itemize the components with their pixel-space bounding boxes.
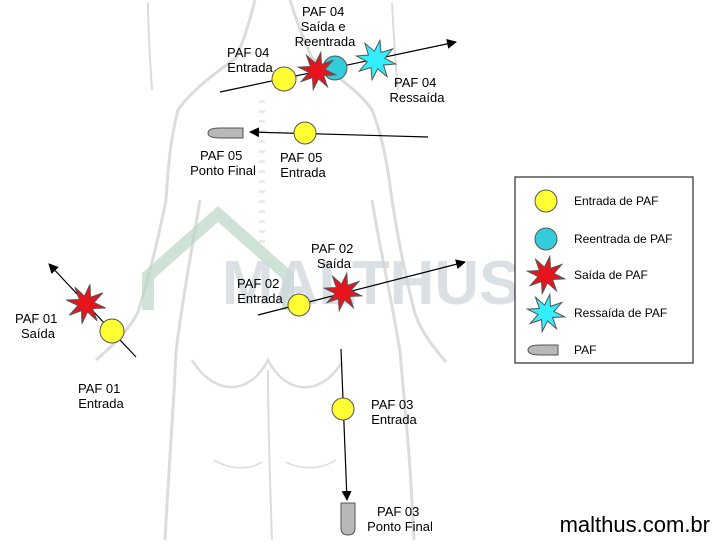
label-paf02-saida: PAF 02 Saída — [311, 241, 357, 271]
legend-item-reexit: Ressaída de PAF — [525, 292, 667, 334]
paf02-entry-circle-icon — [287, 293, 311, 317]
legend-label-entry: Entrada de PAF — [574, 194, 659, 208]
paf05-bullet-icon — [207, 127, 244, 139]
trajectory-paf03 — [340, 348, 352, 501]
legend: Entrada de PAF Reentrada de PAF Saída de… — [514, 176, 694, 364]
paf04-reexit-star-icon — [354, 38, 398, 82]
label-paf05-ponto-final: PAF 05 Ponto Final — [190, 148, 256, 178]
label-paf05-entrada: PAF 05 Entrada — [280, 150, 327, 180]
paf05-entry-circle-icon — [293, 121, 317, 145]
label-paf03-ponto-final: PAF 03 Ponto Final — [367, 504, 433, 534]
paf01-entry-circle-icon — [99, 318, 125, 344]
paf02-exit-star-icon — [322, 271, 364, 313]
paf04-entry-circle-icon — [271, 66, 297, 92]
markers — [66, 38, 398, 536]
paf03-entry-circle-icon — [331, 397, 355, 421]
legend-item-bullet: PAF — [527, 343, 596, 357]
label-paf04-saida-reentrada: PAF 04 Saída e Reentrada — [295, 4, 356, 49]
watermark-house-icon — [142, 205, 294, 310]
legend-item-entry: Entrada de PAF — [534, 189, 659, 213]
legend-item-reentry: Reentrada de PAF — [534, 227, 673, 251]
exit-star-icon — [525, 254, 567, 296]
body-silhouette — [95, 0, 448, 541]
trajectory-paf05 — [249, 127, 429, 138]
reentry-circle-icon — [534, 227, 558, 251]
starburst-shape — [525, 292, 567, 334]
entry-circle-icon — [534, 189, 558, 213]
starburst-shape — [525, 254, 567, 296]
labels: PAF 04 Saída e Reentrada PAF 04 Entrada … — [15, 4, 445, 534]
label-paf01-entrada: PAF 01 Entrada — [78, 381, 125, 411]
legend-label-reexit: Ressaída de PAF — [574, 306, 667, 320]
starburst-shape — [322, 271, 364, 313]
label-paf01-saida: PAF 01 Saída — [15, 311, 61, 341]
label-paf03-entrada: PAF 03 Entrada — [371, 397, 418, 427]
paf03-bullet-icon — [340, 502, 356, 536]
starburst-shape — [66, 284, 106, 324]
reexit-star-icon — [525, 292, 567, 334]
legend-label-reentry: Reentrada de PAF — [574, 232, 673, 246]
paf04-exit-star-icon — [296, 50, 338, 92]
legend-item-exit: Saída de PAF — [525, 254, 648, 296]
watermark-text: MALTHUS — [222, 249, 520, 318]
legend-label-bullet: PAF — [574, 343, 596, 357]
website-text: malthus.com.br — [560, 512, 710, 537]
bullet-icon — [527, 344, 559, 356]
label-paf04-entrada: PAF 04 Entrada — [227, 45, 274, 75]
watermark: MALTHUS — [142, 205, 520, 318]
label-paf04-ressaida: PAF 04 Ressaída — [390, 75, 446, 105]
paf01-exit-star-icon — [66, 284, 106, 324]
legend-label-exit: Saída de PAF — [574, 268, 648, 282]
starburst-shape — [296, 50, 338, 92]
label-paf02-entrada: PAF 02 Entrada — [237, 276, 284, 306]
starburst-shape — [354, 38, 398, 82]
